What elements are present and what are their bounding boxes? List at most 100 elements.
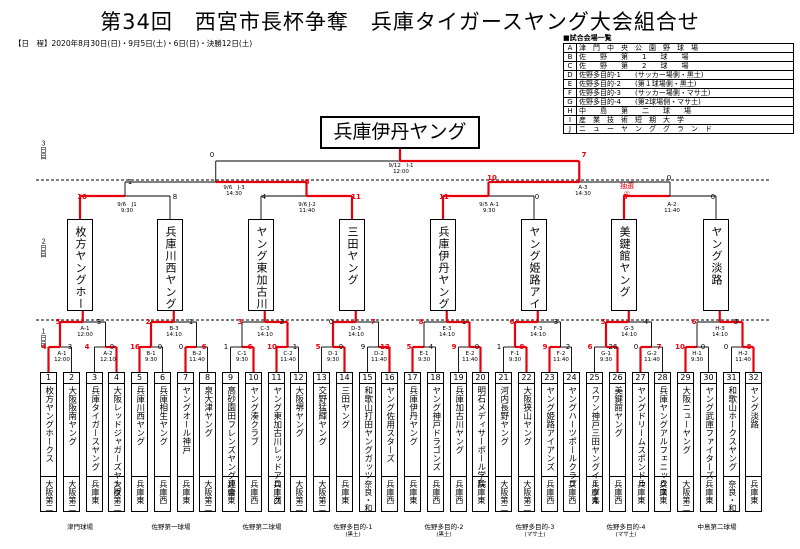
venue-label-name: 佐野多目的-1 — [333, 523, 373, 531]
team-area-cell: 大阪第二 — [678, 476, 693, 512]
game-code: H-3 — [715, 326, 725, 332]
team-number: 22 — [519, 373, 534, 384]
team-area: 兵庫西 — [385, 480, 395, 504]
team-name: 美鍵館ヤング — [612, 386, 623, 437]
game-code: A-3 — [578, 185, 588, 191]
team-name-cell: ヤング湊クラブ — [246, 384, 261, 476]
team-name: 兵庫伊丹ヤング — [407, 386, 418, 446]
score: 0 — [633, 343, 639, 351]
venue-label-name: 佐野第一球場 — [151, 523, 191, 531]
team-name: ヤングドリームスポンドゥ — [635, 386, 646, 488]
score: 1 — [496, 343, 502, 351]
team-number: 25 — [587, 373, 602, 384]
team-area-cell: 兵庫東 — [473, 476, 488, 511]
score: 3 — [96, 318, 102, 326]
team-name: ヤング神戸ドラゴンズ — [430, 386, 441, 471]
score: 26 — [608, 343, 618, 351]
team-name-cell: 大阪狭山ヤング — [519, 384, 534, 476]
team-area: 兵庫西 — [249, 480, 259, 504]
venue-label-sub: (マサ土) — [524, 532, 546, 538]
team-area: 大阪第二 — [67, 480, 77, 512]
game-code: D-1 — [328, 351, 338, 357]
team-name-cell: 高砂園田フレンズヤング連合 — [223, 384, 238, 497]
game-code: 9/6 J1 — [117, 202, 137, 208]
team-name-cell: 兵庫加古川ヤング — [451, 384, 466, 476]
score: 1 — [292, 343, 298, 351]
team-name-cell: 和歌山ホークスヤング — [724, 384, 739, 476]
game-time: 9:30 — [482, 208, 496, 214]
game-code: H-1 — [692, 351, 702, 357]
score: 8 — [172, 193, 178, 201]
team-number: 27 — [633, 373, 648, 384]
score: 10 — [675, 343, 685, 351]
team-name: 和歌山打田ヤングガッツ — [362, 386, 373, 480]
team-area-cell: 奈良・和歌山 — [360, 476, 375, 511]
team-name: スワン神戸三田ヤングイーグル — [589, 386, 600, 505]
team-area-cell: 兵庫西 — [564, 476, 579, 511]
team-area: 大阪第二 — [681, 480, 691, 512]
score: 11 — [439, 193, 449, 201]
game-code: E-1 — [419, 351, 429, 357]
team-area: 兵庫西 — [431, 480, 441, 504]
team-name-cell: 兵庫相生ヤング — [155, 384, 170, 476]
team-area-cell: 兵庫東 — [405, 476, 420, 511]
team-area: 兵庫東 — [340, 480, 350, 504]
semifinal-team-box: 兵庫川西ヤング — [157, 219, 183, 311]
team-name: 大阪阪南ヤング — [66, 386, 77, 446]
team-number: 12 — [291, 373, 306, 384]
team-area-cell: 兵庫西 — [269, 476, 284, 511]
team-name-cell: 泉大津ヤング — [200, 384, 215, 476]
round-label-day3: ３日目 — [38, 140, 47, 160]
score: 16 — [130, 343, 140, 351]
venue-label-sub: (黒土) — [345, 532, 361, 538]
team-name: 三田ヤング — [339, 386, 350, 429]
score: 4 — [428, 343, 434, 351]
semifinal-team-name: 兵庫伊丹ヤング — [437, 226, 450, 310]
score: 0 — [700, 343, 706, 351]
team-name: 大阪堺ヤング — [293, 386, 304, 437]
game-code: G-3 — [624, 326, 634, 332]
team-number: 24 — [564, 373, 579, 384]
page-title: 第34回 西宮市長杯争奪 兵庫タイガースヤング大会組合せ — [100, 10, 700, 34]
team-number: 10 — [246, 373, 261, 384]
team-name: ヤング姫路アイアンズ — [544, 386, 555, 471]
game-time: 14:10 — [166, 332, 182, 338]
team-number: 30 — [701, 373, 716, 384]
team-area-cell: 兵庫西 — [155, 476, 170, 511]
score: 1 — [461, 318, 467, 326]
team-area: 兵庫西 — [545, 480, 555, 504]
game-time: 11:40 — [371, 357, 387, 363]
score: 6 — [509, 318, 515, 326]
game-time: 14:10 — [439, 332, 455, 338]
team-area: 兵庫東 — [749, 480, 759, 504]
score: 11 — [351, 193, 361, 201]
team-box: 16 ヤング佐用スターズ兵庫西 — [381, 372, 398, 512]
team-name: 兵庫加古川ヤング — [453, 386, 464, 454]
game-code: C-3 — [260, 326, 270, 332]
team-area-cell: 大阪第二 — [314, 476, 329, 511]
game-code: C-1 — [237, 351, 247, 357]
team-number: 16 — [382, 373, 397, 384]
team-name: ヤング佐用スターズ — [384, 386, 395, 463]
game-time: 9:30 — [326, 357, 340, 363]
game-time: 9:30 — [690, 357, 704, 363]
game-code: E-2 — [465, 351, 475, 357]
score: 5 — [600, 318, 606, 326]
team-name-cell: 交野猛輝ヤング — [314, 384, 329, 476]
